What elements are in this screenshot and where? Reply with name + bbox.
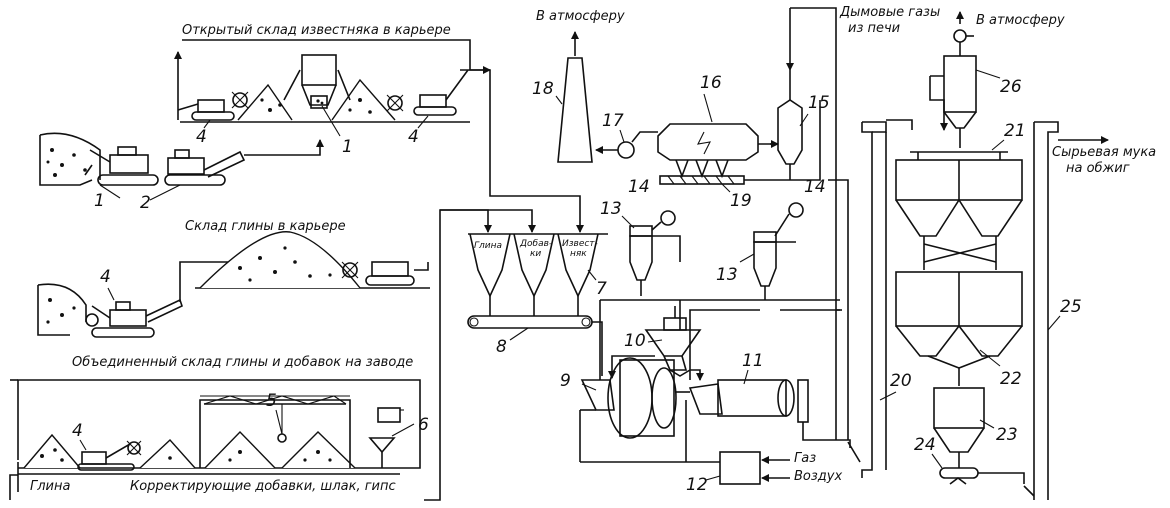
label-from-kiln: из печи bbox=[848, 21, 900, 36]
number-24: 24 bbox=[914, 435, 936, 455]
number-6: 6 bbox=[418, 415, 429, 435]
number-15: 15 bbox=[808, 93, 830, 113]
number-4c: 4 bbox=[100, 267, 111, 287]
number-7: 7 bbox=[596, 279, 607, 299]
hopper-label-additives-2: ки bbox=[530, 249, 541, 259]
number-4b: 4 bbox=[408, 127, 419, 147]
number-1b: 1 bbox=[94, 191, 105, 211]
cyclone-15 bbox=[778, 8, 848, 440]
number-10: 10 bbox=[624, 331, 646, 351]
label-to-atmosphere-1: В атмосферу bbox=[536, 9, 625, 24]
cyclones bbox=[600, 203, 840, 380]
hopper-label-limestone-1: Извест- bbox=[562, 239, 598, 249]
chimney bbox=[558, 32, 658, 162]
raw-mill bbox=[580, 306, 720, 462]
number-2: 2 bbox=[140, 193, 151, 213]
number-16: 16 bbox=[700, 73, 722, 93]
label-combined-store: Объединенный склад глины и добавок на за… bbox=[72, 355, 413, 370]
label-raw-meal: Сырьевая мука bbox=[1052, 145, 1156, 160]
label-air: Воздух bbox=[794, 469, 842, 484]
ball-mill bbox=[686, 380, 850, 462]
hopper-label-additives-1: Добав- bbox=[519, 239, 552, 249]
number-5: 5 bbox=[266, 391, 277, 411]
hopper-label-clay: Глина bbox=[474, 241, 502, 251]
number-13b: 13 bbox=[716, 265, 738, 285]
number-26: 26 bbox=[1000, 77, 1022, 97]
number-20: 20 bbox=[890, 371, 912, 391]
limestone-open-store bbox=[178, 40, 490, 122]
label-flue-gases: Дымовые газы bbox=[839, 5, 940, 20]
label-to-atmosphere-2: В атмосферу bbox=[976, 13, 1065, 28]
label-to-firing: на обжиг bbox=[1066, 161, 1130, 176]
number-17: 17 bbox=[602, 111, 624, 131]
label-clay-store: Склад глины в карьере bbox=[185, 219, 346, 234]
number-8: 8 bbox=[496, 337, 507, 357]
number-25: 25 bbox=[1060, 297, 1082, 317]
number-4d: 4 bbox=[72, 421, 83, 441]
number-13a: 13 bbox=[600, 199, 622, 219]
number-12: 12 bbox=[686, 475, 708, 495]
number-21: 21 bbox=[1004, 121, 1026, 141]
label-gas: Газ bbox=[794, 451, 816, 466]
number-19: 19 bbox=[730, 191, 752, 211]
hopper-label-limestone-2: няк bbox=[570, 249, 587, 259]
number-1a: 1 bbox=[342, 137, 353, 157]
number-11: 11 bbox=[742, 351, 764, 371]
clay-quarry bbox=[38, 232, 430, 337]
label-limestone-store: Открытый склад известняка в карьере bbox=[182, 23, 451, 38]
number-14b: 14 bbox=[804, 177, 826, 197]
number-9: 9 bbox=[560, 371, 571, 391]
electrostatic-precipitator bbox=[658, 100, 820, 184]
label-clay: Глина bbox=[30, 479, 71, 494]
number-18: 18 bbox=[532, 79, 554, 99]
limestone-quarry bbox=[40, 133, 320, 200]
hot-gas-furnace bbox=[720, 452, 790, 484]
number-23: 23 bbox=[996, 425, 1018, 445]
number-22: 22 bbox=[1000, 369, 1022, 389]
number-14a: 14 bbox=[628, 177, 650, 197]
number-4a: 4 bbox=[196, 127, 207, 147]
label-correcting-additives: Корректирующие добавки, шлак, гипс bbox=[130, 479, 396, 494]
